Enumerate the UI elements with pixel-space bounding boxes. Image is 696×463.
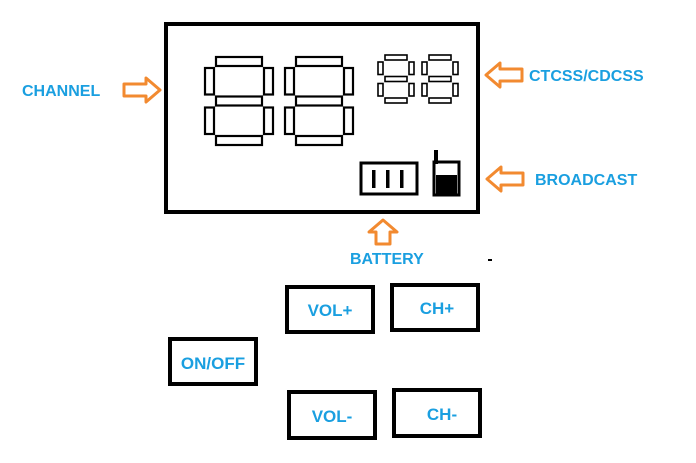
broadcast-label: BROADCAST bbox=[535, 172, 637, 189]
on-off-label: ON/OFF bbox=[181, 354, 245, 373]
digit-segment bbox=[283, 66, 296, 96]
digit-segment bbox=[408, 61, 415, 76]
digit-segment bbox=[262, 106, 275, 136]
channel-label: CHANNEL bbox=[22, 83, 100, 100]
digit-segment bbox=[294, 134, 344, 147]
vol-minus-label: VOL- bbox=[312, 407, 353, 426]
digit-segment bbox=[384, 75, 408, 83]
ch-plus-label: CH+ bbox=[420, 299, 455, 318]
channel-digits bbox=[203, 55, 355, 147]
battery-icon bbox=[359, 161, 419, 196]
digit-segment bbox=[283, 106, 296, 136]
walkie-talkie-icon bbox=[432, 150, 461, 197]
ctcss-digits bbox=[377, 54, 459, 104]
digit-segment bbox=[203, 106, 216, 136]
stray-mark bbox=[488, 259, 492, 261]
digit-segment bbox=[428, 75, 452, 83]
digit-segment bbox=[214, 55, 264, 68]
ch-minus-label: CH- bbox=[427, 405, 457, 424]
digit-segment bbox=[421, 82, 428, 97]
digit-segment bbox=[377, 61, 384, 76]
channel-arrow-icon bbox=[122, 76, 162, 104]
digit-segment bbox=[294, 55, 344, 68]
digit-segment bbox=[452, 82, 459, 97]
vol-minus-button[interactable]: VOL- bbox=[287, 390, 377, 440]
digit-segment bbox=[214, 134, 264, 147]
vol-plus-button[interactable]: VOL+ bbox=[285, 285, 375, 334]
digit-segment bbox=[214, 95, 264, 107]
digit-segment bbox=[294, 95, 344, 107]
ch-plus-button[interactable]: CH+ bbox=[390, 283, 480, 332]
lcd-display bbox=[164, 22, 480, 214]
digit-segment bbox=[428, 97, 452, 104]
battery-arrow-icon bbox=[367, 218, 399, 246]
ctcss-label: CTCSS/CDCSS bbox=[529, 68, 644, 85]
digit-segment bbox=[342, 106, 355, 136]
vol-plus-label: VOL+ bbox=[308, 301, 353, 320]
on-off-button[interactable]: ON/OFF bbox=[168, 337, 258, 386]
digit-segment bbox=[408, 82, 415, 97]
digit-segment bbox=[452, 61, 459, 76]
digit-segment bbox=[377, 82, 384, 97]
ch-minus-button[interactable]: CH- bbox=[392, 388, 482, 438]
digit-segment bbox=[384, 54, 408, 61]
ctcss-arrow-icon bbox=[484, 61, 524, 89]
digit-segment bbox=[384, 97, 408, 104]
broadcast-arrow-icon bbox=[485, 165, 525, 193]
battery-label: BATTERY bbox=[350, 251, 424, 268]
digit-segment bbox=[203, 66, 216, 96]
digit-segment bbox=[342, 66, 355, 96]
digit-segment bbox=[262, 66, 275, 96]
digit-segment bbox=[421, 61, 428, 76]
digit-segment bbox=[428, 54, 452, 61]
